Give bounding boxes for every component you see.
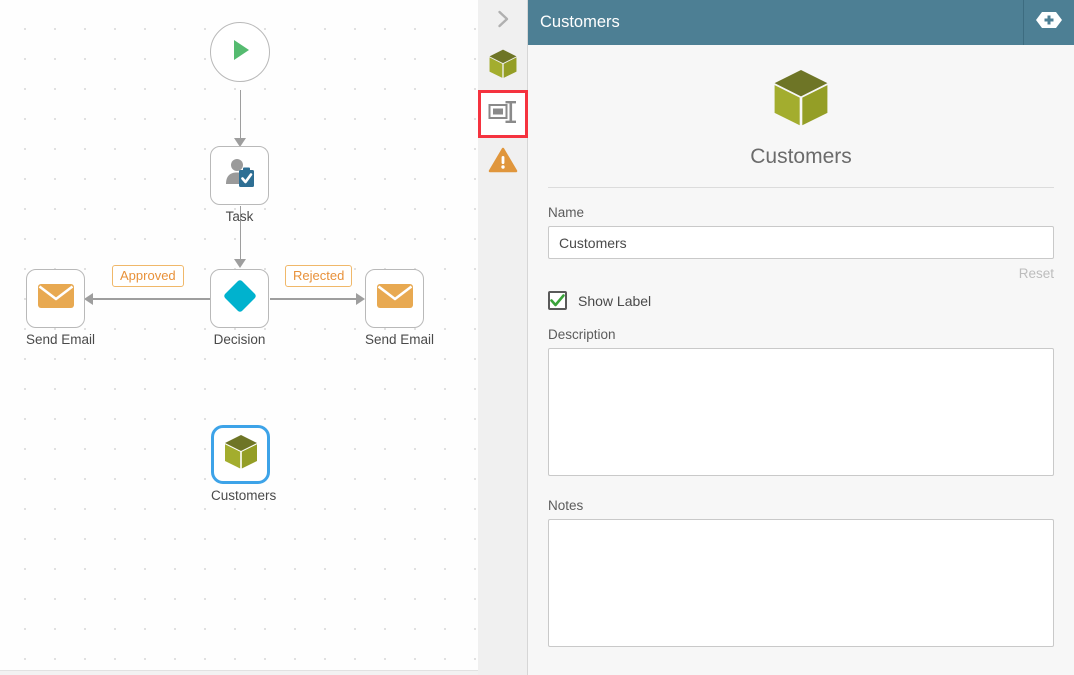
diamond-icon [220, 276, 260, 321]
name-field-label: Name [548, 205, 585, 220]
properties-panel-icon [487, 98, 519, 131]
properties-panel-header: Customers [528, 0, 1074, 45]
node-customers-shape[interactable] [211, 425, 270, 484]
reset-link[interactable]: Reset [1018, 266, 1054, 281]
add-button[interactable] [1024, 0, 1074, 45]
warning-triangle-icon [488, 146, 518, 179]
node-decision-label: Decision [213, 332, 266, 347]
node-send-email-right[interactable]: Send Email [365, 269, 434, 347]
edge-label-rejected[interactable]: Rejected [285, 265, 353, 287]
user-task-icon [222, 155, 258, 196]
icon-rail [477, 0, 528, 675]
edge-decision-to-email-left [86, 298, 210, 300]
notes-textarea[interactable] [548, 519, 1054, 647]
edge-task-to-decision [239, 206, 242, 262]
cube-icon [222, 432, 260, 477]
properties-panel: Customers [528, 0, 1074, 675]
edge-arrow-task-decision [234, 259, 246, 268]
node-task-label: Task [225, 209, 254, 224]
edge-start-to-task [239, 90, 242, 142]
header-divider [1023, 0, 1024, 45]
edge-arrow-decision-email-right [356, 293, 365, 305]
node-task[interactable]: Task [210, 146, 269, 224]
node-send-email-right-label: Send Email [365, 332, 435, 347]
node-send-email-left[interactable]: Send Email [26, 269, 95, 347]
show-label-text: Show Label [578, 292, 652, 309]
node-send-email-right-shape[interactable] [365, 269, 424, 328]
name-input[interactable] [548, 226, 1054, 259]
check-icon [550, 294, 565, 307]
node-task-shape[interactable] [210, 146, 269, 205]
edge-label-approved[interactable]: Approved [112, 265, 184, 287]
node-customers[interactable]: Customers [211, 425, 276, 503]
add-hexagon-icon [1034, 9, 1064, 36]
description-textarea[interactable] [548, 348, 1054, 476]
description-field-label: Description [548, 327, 616, 342]
rail-item-properties[interactable] [477, 90, 528, 138]
envelope-icon [37, 281, 75, 316]
node-customers-label: Customers [211, 488, 277, 503]
hero-divider [548, 187, 1054, 188]
cube-icon [487, 47, 519, 86]
edge-arrow-start-task [234, 138, 246, 147]
properties-panel-body: Customers Name Reset Show Label Descript… [528, 45, 1074, 675]
panel-title: Customers [540, 13, 620, 31]
node-send-email-left-label: Send Email [26, 332, 96, 347]
node-decision-shape[interactable] [210, 269, 269, 328]
reset-row: Reset [548, 265, 1054, 283]
rail-item-entities[interactable] [478, 42, 528, 90]
node-send-email-left-shape[interactable] [26, 269, 85, 328]
edge-decision-to-email-right [270, 298, 358, 300]
edge-arrow-decision-email-left [84, 293, 93, 305]
entity-hero-name: Customers [750, 145, 852, 168]
canvas-horizontal-scrollbar[interactable] [0, 670, 478, 675]
workflow-canvas[interactable]: Approved Rejected [0, 0, 478, 675]
cube-icon [768, 65, 834, 136]
show-label-checkbox[interactable] [548, 291, 567, 310]
notes-field-label: Notes [548, 498, 584, 513]
show-label-row[interactable]: Show Label [548, 291, 1054, 310]
play-icon [225, 35, 255, 70]
entity-hero: Customers [548, 45, 1054, 169]
node-start[interactable] [210, 22, 270, 82]
chevron-right-icon [492, 8, 514, 35]
node-decision[interactable]: Decision [210, 269, 269, 347]
rail-collapse-button[interactable] [478, 0, 528, 42]
node-start-shape[interactable] [210, 22, 270, 82]
envelope-icon [376, 281, 414, 316]
rail-item-problems[interactable] [478, 138, 528, 186]
